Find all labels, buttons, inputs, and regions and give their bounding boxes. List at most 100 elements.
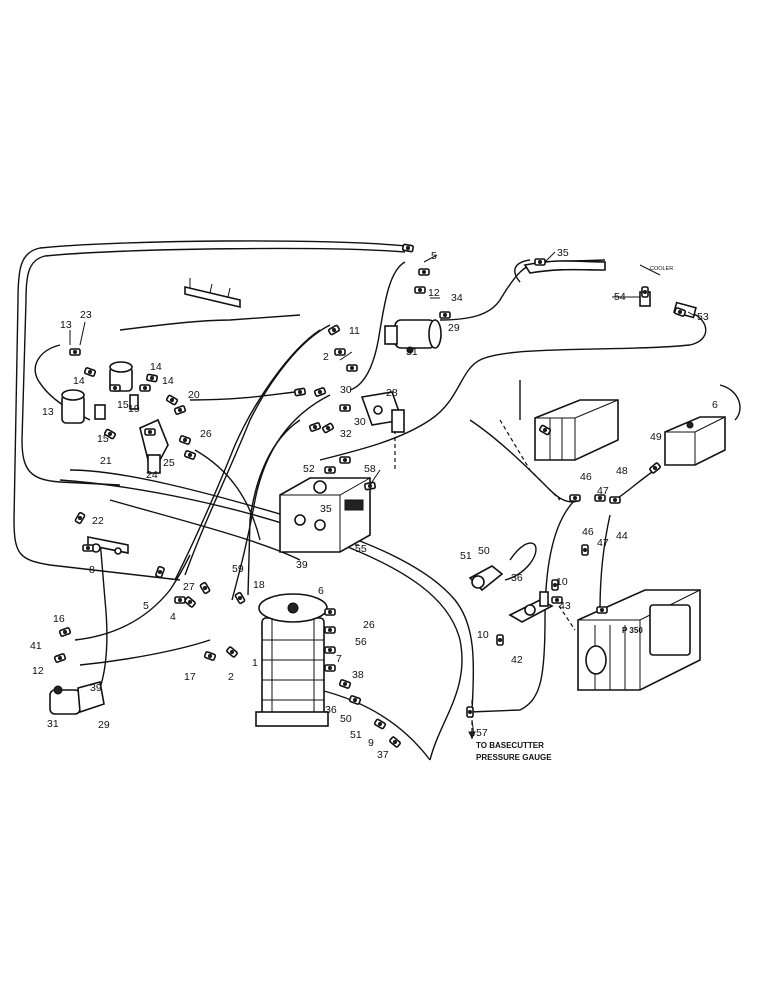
callout-numbers: 13 23 14 14 13 14 15 19 20 21 15 24 25 2… <box>30 247 718 761</box>
callout: 11 <box>349 325 360 337</box>
fitting-nut <box>113 386 117 390</box>
hose-diag-1 <box>184 324 331 576</box>
hose-diag-4 <box>231 394 331 601</box>
callout: 31 <box>47 718 59 730</box>
fitting-nut <box>613 498 617 502</box>
hose-right-4 <box>599 514 611 611</box>
fitting-nut <box>318 390 322 394</box>
callout: 52 <box>303 463 315 475</box>
fitting-nut <box>170 398 174 402</box>
fitting-nut <box>598 496 602 500</box>
fitting-nut <box>208 654 212 658</box>
fitting-nut <box>73 350 77 354</box>
hose-right-sweep <box>319 311 707 461</box>
fitting-nut <box>343 458 347 462</box>
fitting-nut <box>406 246 410 250</box>
callout: 46 <box>582 526 594 538</box>
callout: 13 <box>60 319 72 331</box>
callout: 35 <box>557 247 569 259</box>
fitting-nut <box>643 290 647 294</box>
callout: 57 <box>476 727 488 739</box>
hose-outer-loop-2 <box>21 247 406 486</box>
callout: 47 <box>597 485 609 497</box>
callout: 2 <box>323 351 329 363</box>
fitting-nut <box>543 428 547 432</box>
bottom-left-motor <box>49 680 105 715</box>
hose-50 <box>504 542 537 581</box>
callout: 39 <box>296 559 308 571</box>
hose-left-3 <box>189 391 296 401</box>
callout: 50 <box>478 545 490 557</box>
hose-41 <box>79 639 211 666</box>
fitting-nut <box>353 698 357 702</box>
fitting-nut <box>88 370 92 374</box>
callout: 32 <box>340 428 352 440</box>
cooler-note: COOLER <box>650 266 673 272</box>
hose-long-1 <box>69 469 475 711</box>
callout: 58 <box>364 463 376 475</box>
callout: 29 <box>448 322 460 334</box>
fitting-nut <box>343 406 347 410</box>
callout: 38 <box>352 669 364 681</box>
callout: 31 <box>406 346 418 358</box>
fitting-nut <box>108 432 112 436</box>
fitting-nut <box>328 610 332 614</box>
hose-outer-loop <box>13 240 406 581</box>
callout: 41 <box>30 640 42 652</box>
callout: 9 <box>368 737 374 749</box>
left-manifold-22 <box>87 536 129 555</box>
callout: 2 <box>228 671 234 683</box>
callout: 36 <box>325 704 337 716</box>
callout: 43 <box>559 600 571 612</box>
fitting-nut <box>313 425 317 429</box>
callout: 15 <box>97 433 109 445</box>
hose-right-3 <box>469 499 576 713</box>
callout: 24 <box>146 469 158 481</box>
fitting-nut <box>338 350 342 354</box>
hose-cooler-out <box>514 259 531 283</box>
fitting-nut <box>468 710 472 714</box>
callout: 42 <box>511 654 523 666</box>
gauge-note-line2: PRESSURE GAUGE <box>476 753 552 762</box>
fitting-nut <box>350 366 354 370</box>
gauge-note-line1: TO BASECUTTER <box>476 741 544 750</box>
control-valve-block <box>279 477 371 553</box>
hose-to-motor <box>349 261 406 391</box>
callout: 18 <box>253 579 265 591</box>
top-motor <box>384 319 442 354</box>
callout: 22 <box>92 515 104 527</box>
callout: 26 <box>200 428 212 440</box>
hose-diag-2 <box>174 329 321 581</box>
hose-left-4 <box>194 449 261 541</box>
callout: 17 <box>184 671 196 683</box>
callout: 6 <box>318 585 324 597</box>
callout: 53 <box>697 311 709 323</box>
callout: 48 <box>616 465 628 477</box>
fitting-nut <box>653 466 657 470</box>
fitting-nut <box>418 288 422 292</box>
fitting-nut <box>393 740 397 744</box>
fitting-nut <box>326 426 330 430</box>
fitting-nut <box>148 430 152 434</box>
fitting-nut <box>188 453 192 457</box>
callout: 29 <box>98 719 110 731</box>
fitting-nut <box>555 598 559 602</box>
fitting-nut <box>328 628 332 632</box>
hose-right-1 <box>469 419 581 503</box>
callout: 39 <box>90 682 102 694</box>
flow-divider <box>508 591 554 623</box>
callout: 20 <box>188 389 200 401</box>
callout: 27 <box>183 581 195 593</box>
engine-label: P 350 <box>622 626 643 635</box>
hose-bottom <box>319 689 431 761</box>
callout: 7 <box>336 653 342 665</box>
fitting-nut <box>328 666 332 670</box>
callout: 46 <box>580 471 592 483</box>
fitting-nut <box>332 328 336 332</box>
callout: 23 <box>80 309 92 321</box>
engine-p350: P 350 <box>577 589 701 691</box>
callout: 13 <box>42 406 54 418</box>
callout: 55 <box>355 543 367 555</box>
callout: 10 <box>477 629 489 641</box>
valve-bracket <box>360 391 405 433</box>
